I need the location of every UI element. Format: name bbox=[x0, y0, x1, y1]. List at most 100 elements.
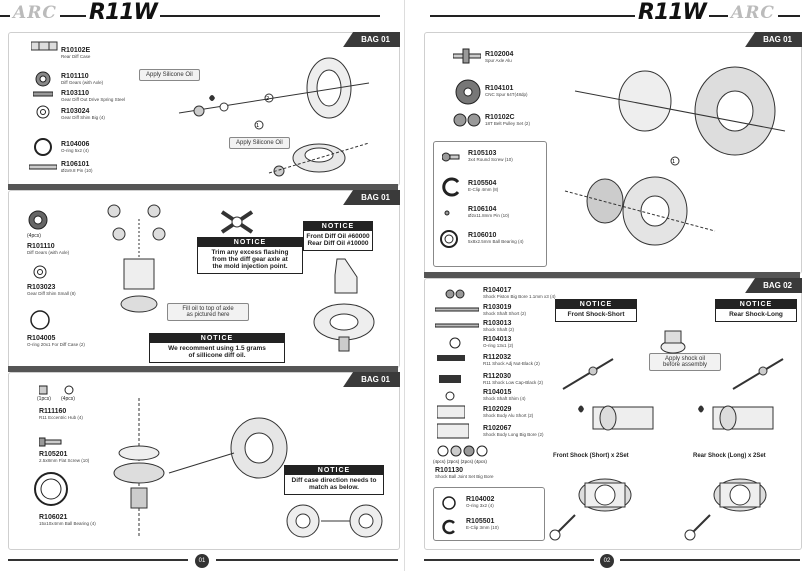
notice-title: NOTICE bbox=[285, 466, 383, 475]
part-code: R105501 bbox=[466, 518, 495, 525]
qty-label: (2pcs) bbox=[460, 459, 474, 464]
part-desc: Diff Gears (with Axle) bbox=[61, 80, 104, 85]
section-divider bbox=[8, 366, 398, 372]
notice-line: Rear Diff Oil #10000 bbox=[307, 240, 369, 247]
part-desc: Shock Body Alu Short (2) bbox=[483, 413, 534, 418]
notice-line: match as below. bbox=[309, 484, 359, 491]
oring-icon bbox=[449, 337, 461, 349]
shaft-short-icon bbox=[435, 307, 479, 312]
part-code: R103013 bbox=[483, 320, 512, 327]
part-code: R103023 bbox=[27, 284, 56, 291]
diff-direction-diagram bbox=[286, 504, 383, 538]
part-desc: Gear Diff Out Drive Spring Steel bbox=[61, 97, 125, 102]
footer-rule bbox=[216, 559, 398, 561]
right-header: R11W ARC bbox=[410, 0, 808, 26]
eccentric-hub-icon bbox=[39, 385, 74, 395]
notice-diff-oil: NOTICE Front Diff Oil #60000 Rear Diff O… bbox=[303, 221, 373, 251]
part-desc: Rear Diff Case bbox=[61, 54, 91, 59]
shim-icon bbox=[445, 391, 455, 401]
callout-line: Apply shock oil bbox=[664, 356, 706, 362]
part-desc: Shock Body Long Big Bore (2) bbox=[483, 432, 544, 437]
rear-shock-label: Rear Shock (Long) x 2Set bbox=[693, 453, 766, 459]
part-desc: O-ring 3x2 (4) bbox=[466, 503, 494, 508]
part-desc: CNC Spur 64T(48dp) bbox=[485, 92, 528, 97]
part-desc: Ø2x11.8mm Pin (10) bbox=[468, 213, 510, 218]
part-code: R104101 bbox=[485, 85, 514, 92]
part-code: R104005 bbox=[27, 335, 56, 342]
part-code: R103110 bbox=[61, 90, 90, 97]
callout-line: Fill oil to top of axle bbox=[182, 306, 234, 312]
part-desc: Diff Gears (with Axle) bbox=[27, 250, 70, 255]
part-desc: 3x4 Round Screw (10) bbox=[468, 157, 513, 162]
footer-rule bbox=[620, 559, 800, 561]
notice-line: Diff case direction needs to bbox=[291, 477, 377, 484]
spur-axle-icon bbox=[453, 48, 481, 64]
callout-apply-oil: Apply Silicone Oil bbox=[229, 137, 290, 149]
spur-gear-assembly-diagram bbox=[113, 398, 288, 538]
notice-diff-oil-amount: NOTICE We recomment using 1.5 grams of s… bbox=[149, 333, 285, 363]
diff-gears-icon bbox=[28, 210, 48, 230]
diff-assembly-diagram: 1 2 bbox=[178, 57, 370, 177]
header-rule bbox=[0, 15, 380, 17]
part-code: R102067 bbox=[483, 425, 512, 432]
notice-title: NOTICE bbox=[556, 300, 636, 309]
pin-icon bbox=[444, 210, 450, 216]
shock-assembly-diagram bbox=[562, 330, 784, 431]
low-cap-icon bbox=[439, 375, 461, 383]
part-code: R112032 bbox=[483, 354, 512, 361]
part-code: R101110 bbox=[61, 73, 89, 80]
notice-line: Trim any excess flashing bbox=[211, 249, 289, 256]
brand-logo: ARC bbox=[728, 3, 778, 23]
callout-line: as pictured here bbox=[186, 312, 230, 318]
notice-line: the mold injection point. bbox=[212, 263, 288, 270]
part-code: R106101 bbox=[61, 161, 90, 168]
part-desc: Shock Shaft Short (2) bbox=[483, 311, 527, 316]
part-code: R101130 bbox=[435, 467, 464, 474]
part-code: R105103 bbox=[468, 150, 497, 157]
notice-rear-shock: NOTICE Rear Shock-Long bbox=[715, 299, 797, 322]
eclip-icon bbox=[442, 177, 460, 197]
part-desc: Shock Shaft (2) bbox=[483, 327, 515, 332]
part-desc: O-ring 20x1 For Diff Case (2) bbox=[27, 342, 85, 347]
callout-line: before assembly bbox=[662, 362, 708, 368]
diff-gear-icon bbox=[35, 71, 51, 87]
screw-icon bbox=[39, 437, 62, 447]
part-desc: Shock Shaft Shim (4) bbox=[483, 396, 526, 401]
ball-joint-set-icon bbox=[437, 445, 488, 457]
part-desc: 15x10x4mm Ball Bearing (4) bbox=[39, 521, 96, 526]
notice-title: NOTICE bbox=[304, 222, 372, 231]
shim-icon bbox=[36, 105, 50, 119]
part-desc: Shock Ball Joint Set Big Bore bbox=[435, 474, 494, 479]
part-desc: 2.5x8mm Flat Screw (10) bbox=[39, 458, 90, 463]
part-code: R106104 bbox=[468, 206, 497, 213]
section-shocks: BAG 02 (4pcs) (2pcs) (2pcs) (4pcs) R1040… bbox=[424, 278, 802, 550]
part-desc: R11 Shock Adj Nut-Black (2) bbox=[483, 361, 540, 366]
part-desc: O-ring 13x1 (2) bbox=[483, 343, 514, 348]
adj-nut-icon bbox=[437, 355, 465, 361]
shock-body-long-icon bbox=[437, 423, 469, 439]
model-logo: R11W bbox=[86, 0, 160, 25]
shim-icon bbox=[33, 265, 47, 279]
shock-body-short-icon bbox=[437, 405, 465, 419]
oring-icon bbox=[442, 496, 456, 510]
part-desc: Shock Piston Big Bore 1.1mm x3 (4) bbox=[483, 294, 556, 299]
left-header: ARC R11W bbox=[0, 0, 400, 26]
part-code: R10102E bbox=[61, 47, 91, 54]
